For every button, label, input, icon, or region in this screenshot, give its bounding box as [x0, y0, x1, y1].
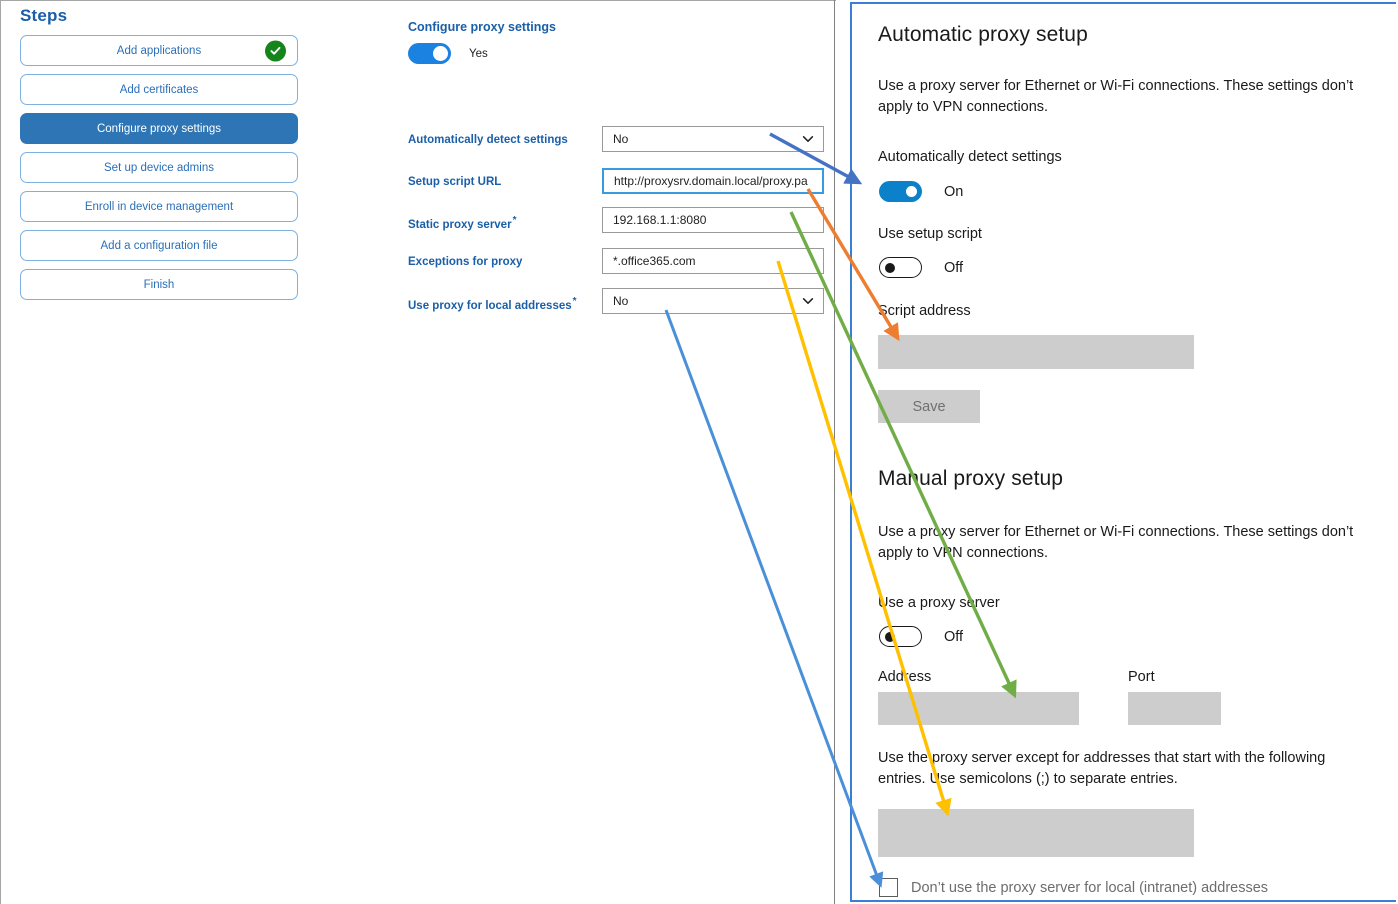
proxy-exceptions-description: Use the proxy server except for addresse… — [878, 750, 1326, 788]
use-a-proxy-server-toggle[interactable]: Off — [879, 626, 963, 647]
step-label: Finish — [143, 278, 175, 291]
step-label: Add applications — [116, 44, 202, 57]
sidebar-item-finish[interactable]: Finish — [20, 269, 298, 300]
step-label: Add certificates — [119, 83, 199, 96]
label-exceptions-for-proxy: Exceptions for proxy — [408, 256, 523, 268]
sidebar-item-add-applications[interactable]: Add applications — [20, 35, 298, 66]
select-use-proxy-for-local-addresses[interactable]: No — [602, 288, 824, 314]
label-use-proxy-for-local-addresses: Use proxy for local addresses* — [408, 296, 577, 312]
automatically-detect-settings-toggle[interactable]: On — [879, 181, 963, 202]
checkbox-unchecked-icon[interactable] — [879, 878, 898, 897]
arrow-local-addresses-mapping — [664, 309, 884, 888]
address-label: Address — [878, 669, 932, 685]
sidebar-item-add-certificates[interactable]: Add certificates — [20, 74, 298, 105]
input-static-proxy-server[interactable]: 192.168.1.1:8080 — [602, 207, 824, 233]
bypass-local-addresses-label: Don’t use the proxy server for local (in… — [911, 879, 1269, 896]
use-a-proxy-server-label: Use a proxy server — [878, 595, 1000, 611]
sidebar-item-add-a-configuration-file[interactable]: Add a configuration file — [20, 230, 298, 261]
frame-left-border — [0, 0, 1, 904]
step-label: Configure proxy settings — [96, 122, 221, 135]
input-value: http://proxysrv.domain.local/proxy.pa — [614, 174, 808, 188]
form-title: Configure proxy settings — [408, 20, 556, 34]
step-label: Add a configuration file — [100, 239, 218, 252]
windows-settings-proxy-panel: Automatic proxy setup Use a proxy server… — [850, 2, 1396, 902]
panel-divider — [834, 0, 835, 904]
steps-title: Steps — [20, 6, 68, 25]
step-label: Enroll in device management — [84, 200, 234, 213]
select-automatically-detect-settings[interactable]: No — [602, 126, 824, 152]
toggle-switch-off[interactable] — [879, 257, 922, 278]
input-value: *.office365.com — [613, 254, 696, 268]
manual-proxy-setup-description: Use a proxy server for Ethernet or Wi-Fi… — [878, 524, 1354, 562]
label-automatically-detect-settings: Automatically detect settings — [408, 134, 568, 146]
toggle-state-label: Off — [944, 628, 964, 645]
bypass-local-addresses-checkbox-row[interactable]: Don’t use the proxy server for local (in… — [879, 878, 1268, 897]
script-address-input[interactable] — [878, 335, 1194, 369]
chevron-down-icon — [802, 295, 814, 307]
chevron-down-icon — [802, 133, 814, 145]
automatic-proxy-setup-heading: Automatic proxy setup — [878, 23, 1088, 46]
toggle-switch-on[interactable] — [879, 181, 922, 202]
label-setup-script-url: Setup script URL — [408, 176, 502, 188]
configure-proxy-settings-toggle[interactable]: Yes — [408, 43, 488, 64]
port-input[interactable] — [1128, 692, 1221, 725]
proxy-exceptions-input[interactable] — [878, 809, 1194, 857]
check-circle-icon — [265, 40, 286, 61]
label-static-proxy-server: Static proxy server* — [408, 215, 517, 231]
toggle-switch-on[interactable] — [408, 43, 451, 64]
steps-panel: Steps Add applications Add certificates … — [12, 6, 312, 308]
sidebar-item-set-up-device-admins[interactable]: Set up device admins — [20, 152, 298, 183]
step-label: Set up device admins — [104, 161, 214, 174]
frame-top-border — [0, 0, 836, 1]
address-input[interactable] — [878, 692, 1079, 725]
script-address-label: Script address — [878, 303, 971, 319]
required-marker: * — [572, 296, 577, 307]
sidebar-item-configure-proxy-settings[interactable]: Configure proxy settings — [20, 113, 298, 144]
toggle-value-label: Yes — [469, 47, 488, 60]
use-setup-script-toggle[interactable]: Off — [879, 257, 963, 278]
select-value: No — [613, 294, 629, 308]
manual-proxy-setup-heading: Manual proxy setup — [878, 467, 1064, 490]
port-label: Port — [1128, 669, 1155, 685]
select-value: No — [613, 132, 629, 146]
sidebar-item-enroll-in-device-management[interactable]: Enroll in device management — [20, 191, 298, 222]
save-button[interactable]: Save — [878, 390, 980, 423]
input-value: 192.168.1.1:8080 — [613, 213, 707, 227]
required-marker: * — [512, 215, 517, 226]
toggle-state-label: Off — [944, 259, 964, 276]
toggle-switch-off[interactable] — [879, 626, 922, 647]
automatic-proxy-setup-description: Use a proxy server for Ethernet or Wi-Fi… — [878, 78, 1354, 116]
toggle-state-label: On — [944, 183, 964, 200]
use-setup-script-label: Use setup script — [878, 226, 982, 242]
input-setup-script-url[interactable]: http://proxysrv.domain.local/proxy.pa — [602, 168, 824, 194]
input-exceptions-for-proxy[interactable]: *.office365.com — [602, 248, 824, 274]
automatically-detect-settings-label: Automatically detect settings — [878, 149, 1062, 165]
